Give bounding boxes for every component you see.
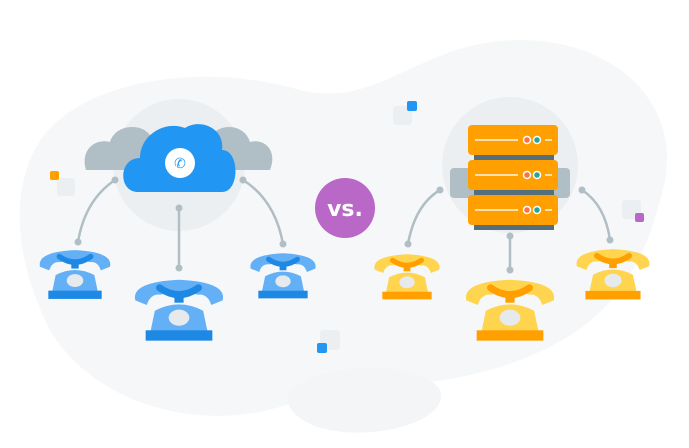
- status-led-icon: [532, 135, 542, 145]
- server-unit: [468, 195, 558, 225]
- status-led-icon: [522, 170, 532, 180]
- cloud-phone-icon: [250, 253, 316, 299]
- status-led-icon: [522, 135, 532, 145]
- connector-line: [175, 204, 183, 272]
- phone-base: [476, 330, 544, 341]
- status-led-icon: [522, 205, 532, 215]
- phone-badge: [165, 148, 195, 178]
- decor-square: [635, 213, 644, 222]
- decor-square: [393, 106, 412, 125]
- phone-base: [48, 290, 102, 299]
- connector-line: [578, 186, 614, 244]
- vs-label: vs.: [327, 197, 363, 222]
- phone-base: [585, 290, 641, 300]
- decor-square: [50, 171, 59, 180]
- phone-base: [145, 330, 213, 341]
- server-unit: [468, 160, 558, 190]
- vs-badge: [315, 178, 375, 238]
- connector-line: [74, 176, 119, 246]
- cloud-icon: ✆: [84, 124, 273, 192]
- dial: [66, 274, 84, 287]
- server-unit: [468, 125, 558, 155]
- desk-phone-icon: [465, 279, 555, 341]
- desk-phone-icon: [576, 249, 650, 300]
- connector-line: [506, 232, 514, 274]
- dial: [399, 276, 415, 289]
- status-led-icon: [532, 170, 542, 180]
- dial: [168, 309, 190, 326]
- phone-glyph-icon: ✆: [174, 156, 186, 172]
- connector-line: [239, 176, 287, 248]
- decor-square: [407, 101, 417, 111]
- decor-square: [317, 343, 327, 353]
- connector-line: [404, 186, 444, 248]
- cloud-phone-icon: [39, 250, 111, 299]
- background-blob: [287, 367, 441, 433]
- dial: [275, 275, 291, 288]
- dial: [604, 273, 622, 288]
- dial: [499, 309, 521, 326]
- phone-base: [382, 291, 432, 300]
- decor-square: [57, 178, 75, 196]
- status-led-icon: [532, 205, 542, 215]
- desk-phone-icon: [374, 254, 440, 300]
- phone-base: [258, 290, 308, 299]
- cloud-phone-icon: [134, 279, 224, 341]
- server-rack-icon: [450, 125, 570, 230]
